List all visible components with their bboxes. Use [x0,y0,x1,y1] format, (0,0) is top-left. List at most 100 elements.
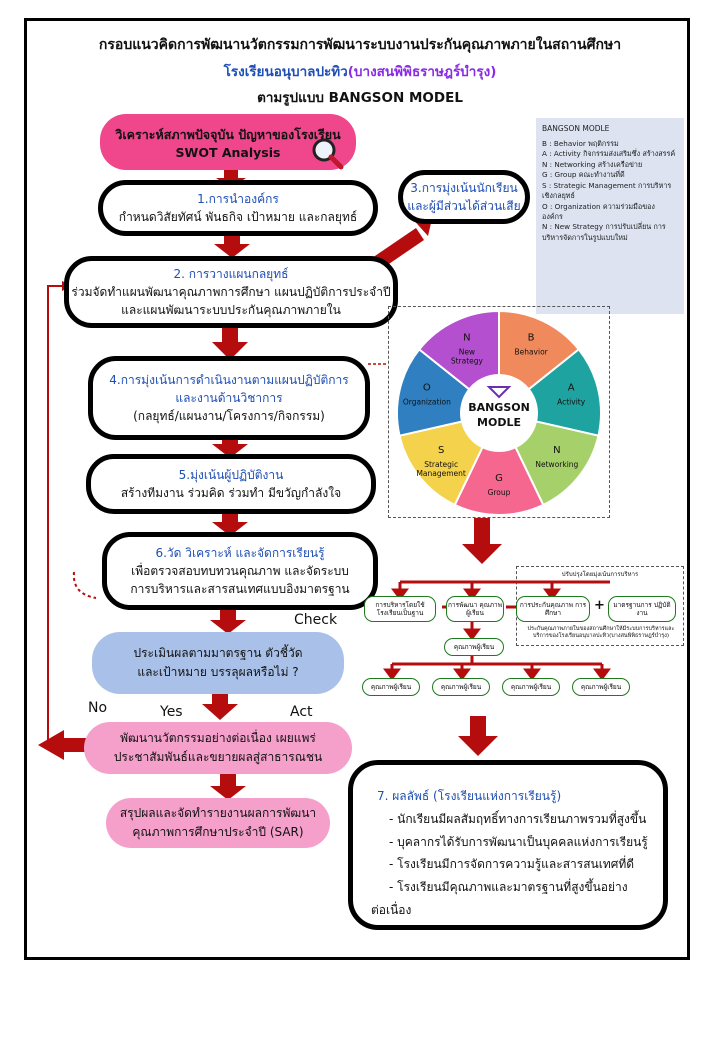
step-4-line2: และงานด้านวิชาการ [175,391,283,405]
wheel-segment [417,309,500,391]
wheel-label: Group [488,488,511,497]
arrow-mini-to-result [458,716,498,756]
wheel-label: Behavior [514,347,548,356]
mini-leaf: คุณภาพผู้เรียน [502,678,560,696]
wheel-letter: S [438,445,444,456]
evaluate-line2: และเป้าหมาย บรรลุผลหรือไม่ ? [137,665,299,679]
arrow-dev-to-summary [210,774,246,800]
arrow-s6-to-eval [210,606,246,634]
wheel-center-title: BANGSON [468,401,530,414]
check-label: Check [294,612,338,628]
step-1-title: 1.การนำองค์กร [197,192,279,206]
yes-label: Yes [160,704,183,720]
summary-box: สรุปผลและจัดทำรายงานผลการพัฒนา คุณภาพการ… [106,798,330,848]
result-item: - บุคลากรได้รับการพัฒนาเป็นบุคคลแห่งการเ… [389,834,648,849]
summary-line2: คุณภาพการศึกษาประจำปี (SAR) [132,825,304,839]
legend-item: A : Activity กิจกรรมส่งเสริมซึ่ง สร้างสร… [542,149,676,159]
legend-item: N : New Strategy การปรับเปลี่ยน การบริหา… [542,222,666,242]
model-subtitle: ตามรูปแบบ BANGSON MODEL [257,90,463,106]
mini-box-dev: การพัฒนา คุณภาพผู้เรียน [446,596,504,622]
mini-box-sbm: การบริหารโดยใช้ โรงเรียนเป็นฐาน [364,596,436,622]
result-tail: ต่อเนื่อง [371,902,412,917]
wheel-label: Strategy [451,356,484,365]
step-5-box: 5.มุ่งเน้นผู้ปฏิบัติงาน สร้างทีมงาน ร่วม… [86,454,376,514]
arrow-eval-to-dev [202,692,238,720]
mini-box-std: มาตรฐานการ ปฏิบัติงาน [608,596,676,622]
step-6-title: 6.วัด วิเคราะห์ และจัดการเรียนรู้ [155,546,325,560]
develop-line2: ประชาสัมพันธ์และขยายผลสู่สาธารณชน [113,750,323,764]
result-item: - โรงเรียนมีการจัดการความรู้และสารสนเทศท… [389,857,635,872]
wheel-letter: A [568,383,575,394]
wheel-letter: G [495,473,503,484]
step-5-body: สร้างทีมงาน ร่วมคิด ร่วมทำ มีขวัญกำลังใจ [120,486,342,500]
page-title: กรอบแนวคิดการพัฒนานวัตกรรมการพัฒนาระบบงา… [98,37,622,53]
mini-connectors [383,580,611,681]
swot-pill: วิเคราะห์สภาพปัจจุบัน ปัญหาของโรงเรียน S… [100,114,356,170]
bangson-legend: BANGSON MODLE B : Behavior พฤติกรรม A : … [536,118,684,314]
step-2-body1: ร่วมจัดทำแผนพัฒนาคุณภาพการศึกษา แผนปฏิบั… [71,285,391,299]
wheel-label: Networking [535,460,578,469]
wheel-center-subtitle: MODLE [477,416,521,429]
page-frame [24,18,690,960]
act-label: Act [290,704,313,720]
step-4-line1: 4.การมุ่งเน้นการดำเนินงานตามแผนปฏิบัติกา… [109,373,349,387]
step-5-title: 5.มุ่งเน้นผู้ปฏิบัติงาน [178,468,284,482]
bangson-wheel: BBehaviorAActivityNNetworkingGGroupSStra… [396,309,602,516]
develop-box: พัฒนานวัตกรรมอย่างต่อเนื่อง เผยแพร่ ประช… [84,722,352,774]
wheel-label: Organization [403,398,451,407]
result-item: - นักเรียนมีผลสัมฤทธิ์ทางการเรียนภาพรวมท… [389,811,647,826]
wheel-label: Strategic [424,460,458,469]
step-1-box: 1.การนำองค์กร กำหนดวิสัยทัศน์ พันธกิจ เป… [98,180,378,236]
summary-line1: สรุปผลและจัดทำรายงานผลการพัฒนา [119,806,317,821]
no-label: No [88,700,108,716]
wheel-label: Management [416,469,465,478]
mini-note: ประกันคุณภาพภายในของสถานศึกษาให้มีระบบกา… [527,626,675,640]
step-3-line2: และผู้มีส่วนได้ส่วนเสีย [407,199,521,213]
wheel-letter: O [423,383,431,394]
dashed-curve-s6 [72,571,97,599]
wheel-letter: N [463,332,470,343]
swot-line1: วิเคราะห์สภาพปัจจุบัน ปัญหาของโรงเรียน [115,126,341,142]
legend-item: S : Strategic Management การบริหารเชิงกล… [542,180,672,201]
legend-item: N : Networking สร้างเครือข่าย [542,159,643,169]
arrow-s2-to-s4 [212,324,248,360]
mini-plus: + [594,598,605,613]
magnifier-icon [312,138,344,170]
wheel-label: New [459,347,475,356]
step-4-box: 4.การมุ่งเน้นการดำเนินงานตามแผนปฏิบัติกา… [88,356,370,440]
evaluate-box: ประเมินผลตามมาตรฐาน ตัวชี้วัด และเป้าหมา… [92,632,344,694]
step-2-box: 2. การวางแผนกลยุทธ์ ร่วมจัดทำแผนพัฒนาคุณ… [64,256,398,328]
step-3-box: 3.การมุ่งเน้นนักเรียน และผู้มีส่วนได้ส่ว… [398,170,530,224]
wheel-center [463,377,535,449]
mini-leaf: คุณภาพผู้เรียน [362,678,420,696]
step-4-line3: (กลยุทธ์/แผนงาน/โครงการ/กิจกรรม) [133,409,325,423]
mini-leaf: คุณภาพผู้เรียน [572,678,630,696]
mini-box-qa: การประกันคุณภาพ การศึกษา [516,596,590,622]
legend-item: B : Behavior พฤติกรรม [542,138,619,148]
swot-line2: SWOT Analysis [175,144,281,160]
logo-icon [486,386,512,399]
step-2-title: 2. การวางแผนกลยุทธ์ [173,267,289,281]
step-6-body1: เพื่อตรวจสอบทบทวนคุณภาพ และจัดระบบ [131,564,349,578]
step-6-box: 6.วัด วิเคราะห์ และจัดการเรียนรู้ เพื่อต… [102,532,378,610]
mini-box-mid: คุณภาพผู้เรียน [444,638,504,656]
wheel-letter: B [528,332,535,343]
wheel-letter: N [553,445,560,456]
school-name: โรงเรียนอนุบาลปะทิว(บางสนพิพิธราษฎร์บำรุ… [223,64,497,80]
wheel-label: Activity [557,398,586,407]
feedback-line [47,285,102,743]
step-2-body2: และแผนพัฒนาระบบประกันคุณภาพภายใน [121,303,341,317]
result-item: - โรงเรียนมีคุณภาพและมาตรฐานที่สูงขึ้นอย… [389,880,628,895]
evaluate-line1: ประเมินผลตามมาตรฐาน ตัวชี้วัด [133,646,303,661]
develop-line1: พัฒนานวัตกรรมอย่างต่อเนื่อง เผยแพร่ [120,731,316,746]
legend-item: O : Organization ความร่วมมือของ องค์กร [542,201,655,221]
mini-top-note: ปรับปรุงโดยมุ่งเน้นการบริหาร [561,571,639,578]
result-title: 7. ผลลัพธ์ (โรงเรียนแห่งการเรียนรู้) [377,789,562,803]
legend-item: G : Group คณะทำงานที่ดี [542,170,625,180]
arrow-wheel-to-mini [462,518,502,564]
mini-leaf: คุณภาพผู้เรียน [432,678,490,696]
arrow-s5-to-s6 [212,512,248,536]
step-3-line1: 3.การมุ่งเน้นนักเรียน [410,181,518,195]
arrow-s4-to-s5 [212,436,248,458]
step-1-body: กำหนดวิสัยทัศน์ พันธกิจ เป้าหมาย และกลยุ… [118,210,358,224]
